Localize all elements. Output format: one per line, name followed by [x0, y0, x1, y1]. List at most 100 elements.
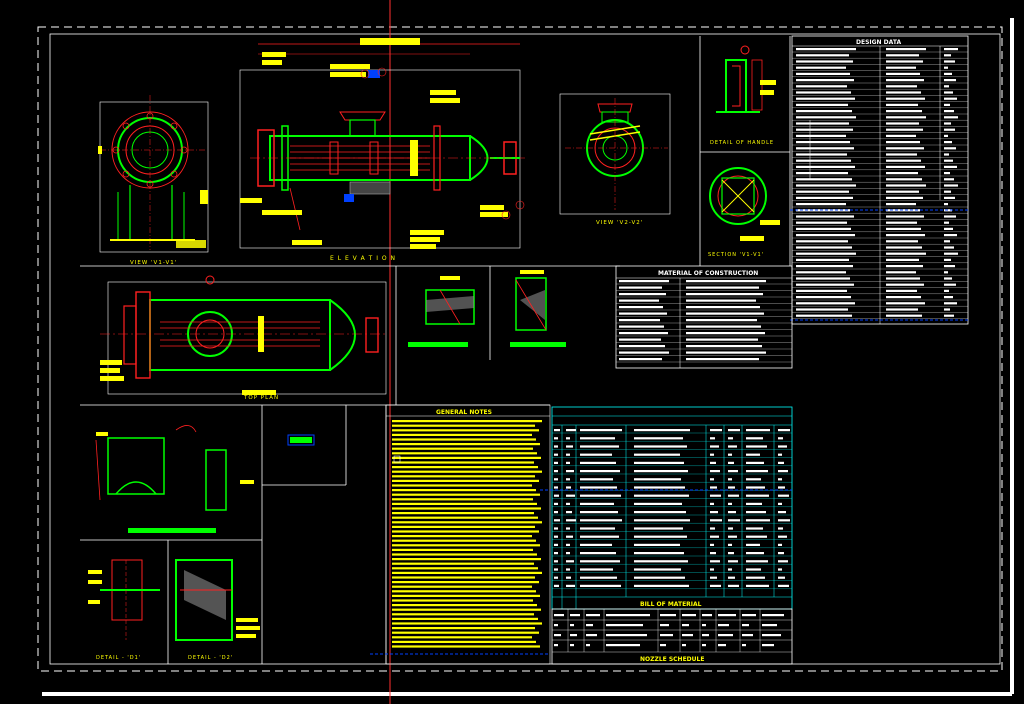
illegible-text-line	[796, 97, 855, 100]
illegible-text-line	[634, 568, 681, 571]
illegible-text-line	[886, 72, 920, 75]
illegible-text-line	[886, 79, 924, 82]
illegible-text-line	[580, 453, 612, 456]
illegible-text-line	[710, 535, 719, 538]
illegible-text-line	[566, 470, 574, 473]
illegible-text-line	[686, 286, 759, 289]
illegible-text-line	[796, 184, 856, 187]
illegible-text-line	[634, 502, 682, 505]
illegible-text-line	[944, 91, 953, 94]
illegible-text-line	[566, 478, 570, 481]
illegible-text-line	[580, 437, 615, 440]
illegible-text-line	[710, 494, 721, 497]
illegible-text-line	[886, 196, 923, 199]
illegible-text-line	[554, 486, 558, 489]
illegible-text-line	[728, 453, 732, 456]
illegible-text-line	[554, 461, 558, 464]
illegible-text-line	[686, 351, 766, 354]
illegible-text-line	[586, 644, 590, 647]
detail-d1-label: DETAIL - 'D1'	[96, 655, 141, 661]
illegible-text-line	[886, 215, 924, 218]
illegible-text-line	[392, 443, 540, 446]
illegible-text-line	[778, 494, 789, 497]
illegible-text-line	[778, 560, 788, 563]
illegible-text-line	[606, 614, 650, 617]
illegible-text-line	[796, 110, 852, 113]
illegible-text-line	[728, 502, 732, 505]
illegible-text-line	[392, 456, 541, 459]
illegible-text-line	[634, 519, 690, 522]
illegible-text-line	[392, 461, 534, 464]
illegible-text-line	[886, 240, 918, 243]
illegible-text-line	[944, 215, 956, 218]
illegible-text-line	[796, 258, 849, 261]
illegible-text-line	[728, 470, 738, 473]
illegible-text-line	[580, 519, 622, 522]
illegible-text-line	[619, 325, 664, 328]
illegible-text-line	[886, 103, 918, 106]
illegible-text-line	[566, 576, 571, 579]
illegible-text-line	[554, 527, 558, 530]
illegible-text-line	[886, 296, 921, 299]
illegible-text-line	[746, 478, 761, 481]
illegible-text-line	[660, 634, 673, 637]
view-v2-label: VIEW 'V2-V2'	[596, 220, 643, 226]
illegible-text-line	[580, 502, 614, 505]
illegible-text-line	[944, 72, 952, 75]
illegible-text-line	[778, 429, 790, 432]
illegible-text-line	[728, 527, 733, 530]
illegible-text-line	[778, 535, 787, 538]
illegible-text-line	[682, 644, 686, 647]
illegible-text-line	[619, 338, 661, 341]
illegible-text-line	[886, 258, 919, 261]
illegible-text-line	[566, 552, 570, 555]
illegible-text-line	[886, 252, 926, 255]
illegible-text-line	[944, 289, 949, 292]
illegible-text-line	[944, 110, 954, 113]
illegible-text-line	[746, 453, 760, 456]
illegible-text-line	[886, 289, 917, 292]
illegible-text-line	[796, 215, 854, 218]
illegible-text-line	[392, 516, 538, 519]
illegible-text-line	[580, 494, 621, 497]
illegible-text-line	[682, 634, 693, 637]
illegible-text-line	[392, 548, 533, 551]
illegible-text-line	[728, 560, 738, 563]
illegible-text-line	[746, 584, 769, 587]
illegible-text-line	[728, 543, 732, 546]
illegible-text-line	[778, 543, 782, 546]
illegible-text-line	[944, 103, 950, 106]
illegible-text-line	[944, 252, 958, 255]
illegible-text-line	[580, 429, 622, 432]
illegible-text-line	[392, 562, 534, 565]
illegible-text-line	[746, 560, 768, 563]
illegible-text-line	[580, 576, 617, 579]
illegible-text-line	[762, 614, 784, 617]
illegible-text-line	[619, 293, 666, 296]
illegible-text-line	[796, 48, 856, 51]
illegible-text-line	[886, 97, 925, 100]
illegible-text-line	[796, 178, 852, 181]
illegible-text-line	[796, 190, 849, 193]
illegible-text-line	[728, 519, 740, 522]
illegible-text-line	[392, 452, 537, 455]
detail-handle-drawing	[716, 45, 776, 113]
illegible-text-line	[566, 543, 570, 546]
illegible-text-line	[728, 461, 734, 464]
illegible-text-line	[392, 613, 534, 616]
illegible-text-line	[762, 624, 777, 627]
illegible-text-line	[686, 306, 760, 309]
illegible-text-line	[392, 484, 532, 487]
illegible-text-line	[686, 280, 766, 283]
illegible-text-line	[580, 560, 620, 563]
illegible-text-line	[554, 614, 564, 617]
illegible-text-line	[634, 511, 686, 514]
detail-d2-label: DETAIL - 'D2'	[188, 655, 233, 661]
illegible-text-line	[392, 599, 533, 602]
illegible-text-line	[796, 103, 848, 106]
illegible-text-line	[606, 634, 647, 637]
illegible-text-line	[886, 265, 923, 268]
illegible-text-line	[718, 634, 733, 637]
illegible-text-line	[944, 54, 951, 57]
illegible-text-line	[944, 246, 954, 249]
